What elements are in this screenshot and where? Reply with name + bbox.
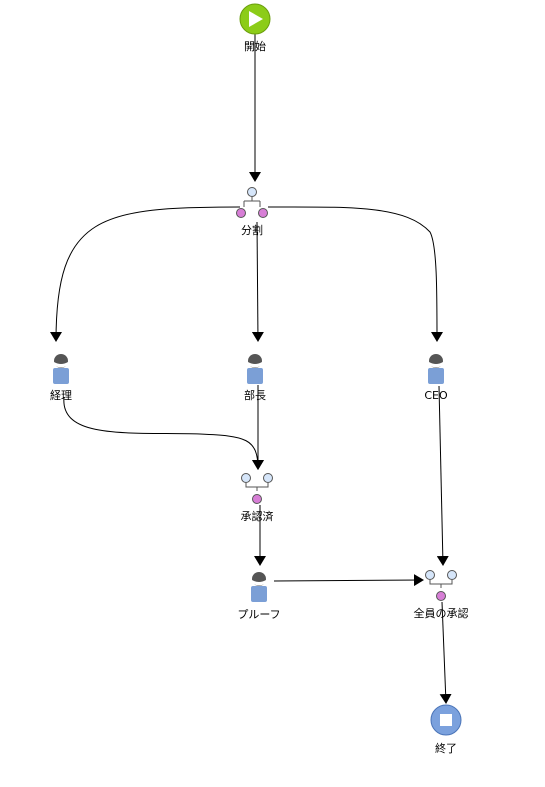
split-label: 分割: [241, 224, 263, 237]
user-task-manager[interactable]: [53, 354, 69, 384]
edges: [50, 34, 452, 704]
split-gateway[interactable]: [236, 187, 268, 218]
stop-icon: [440, 714, 452, 726]
edge-manager-approved: [63, 396, 264, 470]
ceo-label: CEO: [424, 389, 448, 402]
start-label: 開始: [244, 40, 266, 53]
director-label: 部長: [244, 389, 266, 402]
all-approved-label: 全員の承認: [413, 607, 469, 620]
manager-label: 経理: [50, 389, 72, 402]
user-task-director[interactable]: [247, 354, 263, 384]
approved-label: 承認済: [240, 510, 274, 523]
edge-split-ceo: [267, 206, 443, 342]
all-approved-gateway[interactable]: [425, 570, 457, 601]
end-label: 終了: [435, 742, 457, 755]
edge-allapproved-end: [439, 601, 452, 704]
proof-label: プルーフ: [237, 608, 281, 621]
user-icon: [428, 354, 444, 384]
edge-split-director: [251, 221, 264, 342]
approved-gateway[interactable]: [241, 473, 273, 504]
user-icon: [53, 354, 69, 384]
play-icon: [249, 11, 263, 27]
user-icon: [247, 354, 263, 384]
edge-ceo-allapproved: [436, 385, 449, 566]
user-icon: [251, 572, 267, 602]
user-task-ceo[interactable]: [428, 354, 444, 384]
start-node[interactable]: [239, 3, 271, 35]
end-node[interactable]: [430, 704, 462, 736]
user-task-proof[interactable]: [251, 572, 267, 602]
edge-split-manager: [50, 206, 241, 342]
edge-proof-allapproved: [273, 574, 424, 587]
